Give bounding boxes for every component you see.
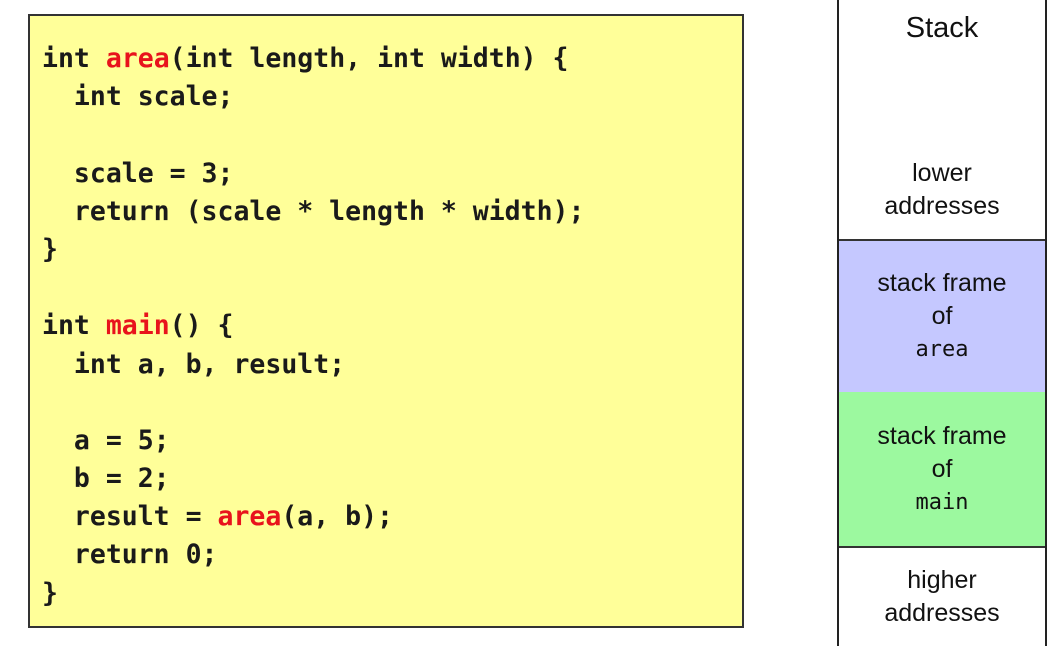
code-line	[42, 116, 584, 154]
code-line: return 0;	[42, 536, 584, 574]
code-line: int main() {	[42, 307, 584, 345]
code-token: }	[42, 577, 58, 609]
code-line: result = area(a, b);	[42, 498, 584, 536]
lower-addresses-region: lower addresses	[839, 140, 1045, 240]
code-listing: int area(int length, int width) { int sc…	[42, 40, 584, 613]
main-frame-label: stack frame	[877, 421, 1007, 450]
code-token: return (scale * length * width);	[42, 195, 585, 227]
function-name-token: area	[217, 501, 282, 533]
code-token: return 0;	[42, 539, 218, 571]
code-token: int a, b, result;	[42, 348, 346, 380]
area-frame-of-label: of	[931, 302, 953, 330]
function-name-token: main	[105, 310, 170, 342]
code-line: a = 5;	[42, 422, 584, 460]
code-line: int scale;	[42, 78, 584, 116]
code-token: int	[42, 43, 106, 74]
code-line	[42, 269, 584, 307]
code-token: int scale;	[42, 81, 234, 113]
higher-addresses-region: higher addresses	[839, 548, 1045, 646]
code-token: int	[42, 310, 106, 342]
code-token: b = 2;	[42, 463, 170, 495]
stack-frame-main: stack frame of main	[839, 392, 1045, 548]
main-frame-function-name: main	[915, 489, 969, 515]
code-line: return (scale * length * width);	[42, 193, 585, 231]
code-token: scale = 3;	[42, 157, 234, 189]
area-frame-label: stack frame	[877, 269, 1007, 297]
code-token: }	[42, 233, 58, 265]
higher-addresses-label: addresses	[884, 599, 1000, 627]
main-frame-of-label: of	[931, 454, 953, 483]
stack-title: Stack	[905, 12, 979, 44]
code-token: (a, b);	[281, 501, 394, 533]
code-line: }	[42, 575, 584, 613]
stack-diagram: Stack lower addresses stack frame of are…	[837, 0, 1047, 646]
stack-frame-area: stack frame of area	[839, 239, 1045, 394]
code-token: (int length, int width) {	[169, 43, 569, 74]
code-line: }	[42, 231, 584, 269]
code-line: b = 2;	[42, 460, 584, 498]
higher-label: higher	[907, 566, 977, 594]
lower-label: lower	[912, 159, 972, 187]
area-frame-function-name: area	[915, 337, 969, 362]
code-line: scale = 3;	[42, 155, 584, 193]
code-line	[42, 384, 584, 422]
code-token: a = 5;	[42, 424, 170, 456]
function-name-token: area	[105, 43, 170, 74]
code-line: int a, b, result;	[42, 346, 584, 384]
lower-addresses-label: addresses	[884, 192, 1000, 220]
code-panel: int area(int length, int width) { int sc…	[28, 14, 744, 628]
code-token: result =	[42, 501, 218, 533]
code-token: () {	[169, 310, 234, 342]
code-line: int area(int length, int width) {	[42, 40, 584, 78]
